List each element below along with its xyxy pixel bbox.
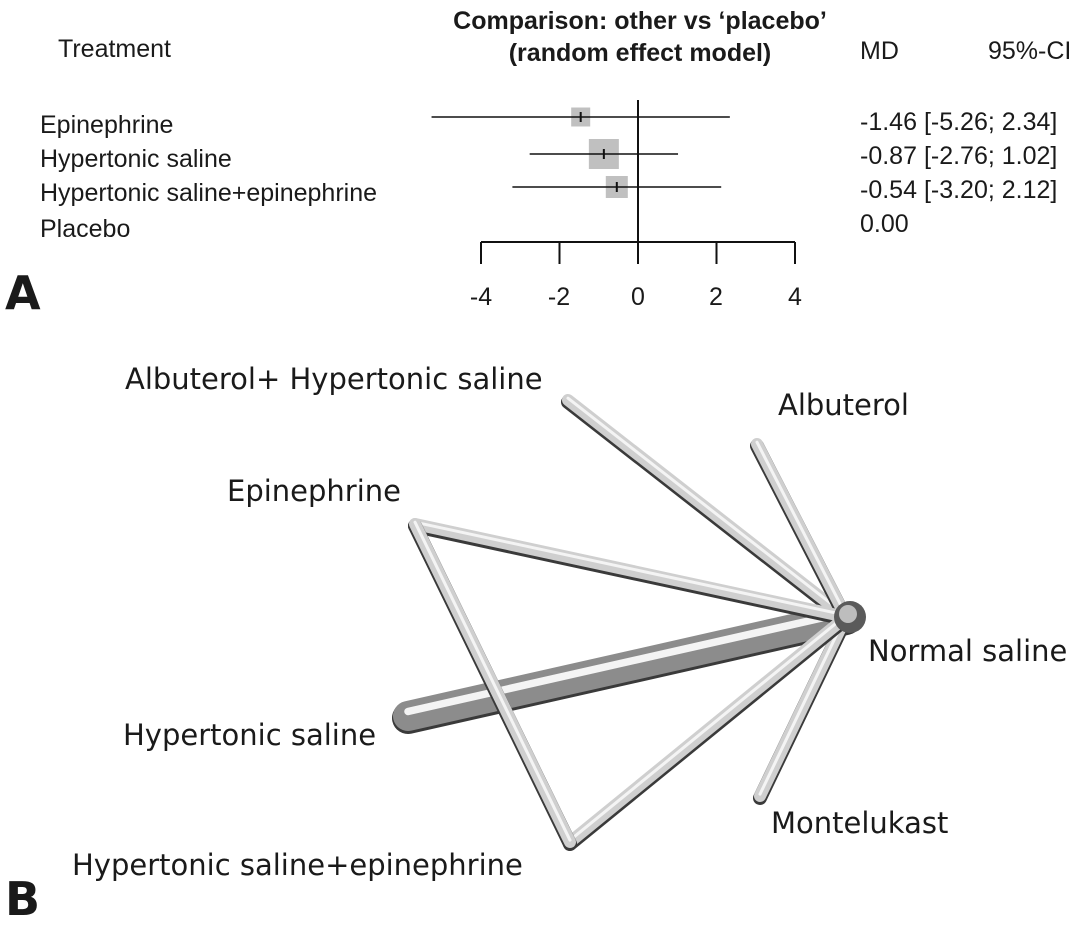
- md-value: -0.87: [860, 142, 917, 170]
- row-estimate-hypertonic-saline-epinephrine: -0.54 [-3.20; 2.12]: [860, 176, 1057, 205]
- x-tick-label: -2: [547, 283, 571, 311]
- forest-title-line2: (random effect model): [508, 39, 772, 67]
- panel-label-b: B: [5, 872, 41, 926]
- md-column-header: MD: [860, 37, 899, 65]
- x-tick-label: 0: [631, 283, 645, 311]
- node-label-albuterol: Albuterol: [778, 388, 909, 422]
- row-estimate-placebo: 0.00: [860, 210, 909, 239]
- row-label-epinephrine: Epinephrine: [40, 111, 174, 139]
- network-edge-highlight: [568, 613, 848, 842]
- md-value: -1.46: [860, 108, 917, 136]
- row-estimate-hypertonic-saline: -0.87 [-2.76; 1.02]: [860, 142, 1057, 171]
- treatment-column-header: Treatment: [58, 35, 172, 63]
- md-value: -0.54: [860, 176, 917, 204]
- node-label-montelukast: Montelukast: [771, 806, 949, 840]
- network-edge: [393, 602, 861, 731]
- node-label-normal-saline: Normal saline: [868, 634, 1068, 668]
- network-edge-highlight: [413, 520, 572, 842]
- network-edge-highlight: [413, 520, 848, 617]
- md-value: 0.00: [860, 210, 909, 238]
- ci-value: [-3.20; 2.12]: [923, 176, 1058, 204]
- x-tick-label: 4: [788, 283, 802, 311]
- row-estimate-epinephrine: -1.46 [-5.26; 2.34]: [860, 108, 1057, 137]
- row-label-hypertonic-saline-epinephrine: Hypertonic saline+epinephrine: [40, 179, 378, 207]
- row-label-hypertonic-saline: Hypertonic saline: [40, 145, 232, 173]
- node-label-albuterol-hypertonic-saline: Albuterol+ Hypertonic saline: [125, 362, 543, 396]
- forest-plot: [431, 100, 796, 264]
- network-edge-highlight: [404, 608, 850, 716]
- ci-value: [-5.26; 2.34]: [923, 108, 1058, 136]
- forest-title: Comparison: other vs ‘placebo’ (random e…: [380, 5, 900, 69]
- row-label-placebo: Placebo: [40, 215, 131, 243]
- network-edge: [409, 518, 852, 623]
- node-label-hypertonic-saline: Hypertonic saline: [123, 718, 377, 752]
- ci-column-header: 95%-CI: [988, 37, 1072, 65]
- panel-label-a: A: [5, 266, 41, 320]
- forest-title-line1: Comparison: other vs ‘placebo’: [453, 7, 827, 35]
- x-tick-label: -4: [469, 283, 493, 311]
- ci-value: [-2.76; 1.02]: [923, 142, 1058, 170]
- network-edge-highlight: [758, 613, 848, 796]
- network-edge-highlight: [755, 440, 848, 617]
- network-node-highlight: [839, 605, 857, 623]
- x-tick-label: 2: [709, 283, 723, 311]
- network-edge-highlight: [566, 396, 848, 617]
- node-label-hypertonic-saline-epinephrine: Hypertonic saline+epinephrine: [72, 848, 523, 882]
- node-label-epinephrine: Epinephrine: [227, 474, 401, 508]
